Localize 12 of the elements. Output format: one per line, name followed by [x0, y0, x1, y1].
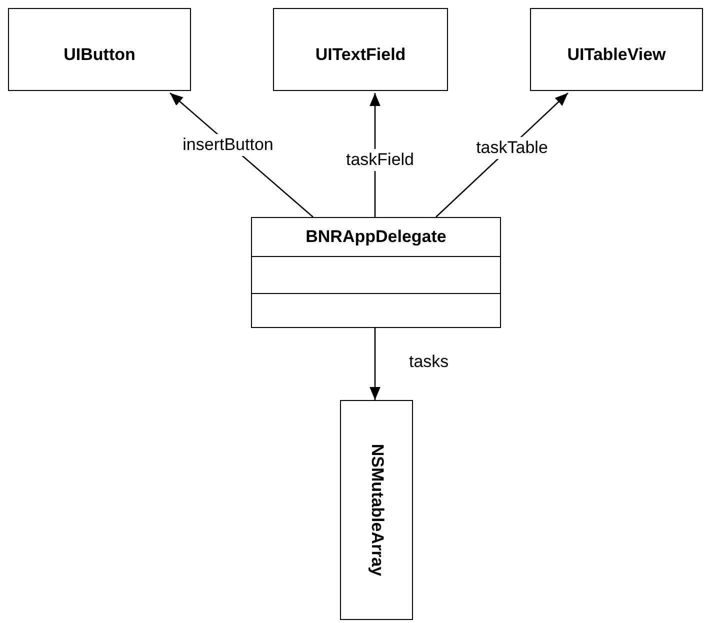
- class-name: BNRAppDelegate: [306, 227, 446, 247]
- class-box: [8, 8, 191, 91]
- uml-class-box: [251, 217, 501, 328]
- class-box: [340, 400, 413, 620]
- class-name: UIButton: [64, 45, 136, 65]
- class-name: NSMutableArray: [366, 444, 386, 576]
- class-name: UITableView: [567, 45, 666, 65]
- class-name: UITextField: [315, 45, 406, 65]
- class-box: [530, 8, 703, 91]
- association-arrow: [370, 328, 380, 400]
- class-box: [273, 8, 448, 91]
- edge-label: tasks: [408, 351, 450, 373]
